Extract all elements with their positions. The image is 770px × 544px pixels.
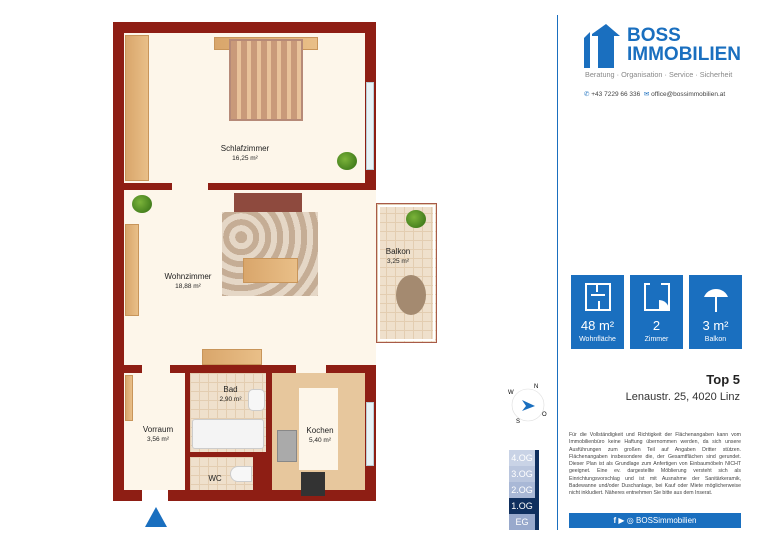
kitchen-sink <box>277 430 297 462</box>
floor-2og[interactable]: 2.OG <box>509 482 535 498</box>
shelf <box>125 224 139 316</box>
email-icon: ✉ <box>643 91 650 98</box>
balcony-door-opening <box>365 231 376 305</box>
door-opening <box>172 183 208 191</box>
window <box>366 402 374 466</box>
plant <box>132 195 152 213</box>
facebook-icon[interactable]: f <box>613 516 617 525</box>
disclaimer: Für die Vollständigkeit und Richtigkeit … <box>569 432 741 497</box>
toilet <box>230 466 252 482</box>
window <box>366 82 374 170</box>
floor-eg[interactable]: EG <box>509 514 535 530</box>
plant <box>406 210 426 228</box>
room-icon <box>644 283 670 311</box>
divider <box>557 15 558 530</box>
social-handle[interactable]: BOSSimmobilien <box>636 516 697 525</box>
instagram-icon[interactable]: ◎ <box>626 516 634 525</box>
phone-icon: ✆ <box>584 91 590 98</box>
bathtub <box>192 419 264 449</box>
sink <box>248 389 265 411</box>
floor-3og[interactable]: 3.OG <box>509 466 535 482</box>
compass-needle-icon <box>511 388 545 422</box>
youtube-icon[interactable]: ▶ <box>618 516 625 525</box>
room-label: WC <box>208 474 222 483</box>
wardrobe <box>125 35 149 181</box>
logo-house-icon <box>584 24 620 68</box>
email-link[interactable]: office@bossimmobilien.at <box>651 91 726 98</box>
entrance-arrow-icon <box>145 507 167 527</box>
bed <box>229 39 303 121</box>
rug <box>222 212 318 296</box>
floor-4og[interactable]: 4.OG <box>509 450 535 466</box>
floor-1og-active[interactable]: 1.OG <box>509 498 535 514</box>
tv-sideboard <box>202 349 262 365</box>
plant <box>337 152 357 170</box>
unit-address: Lenaustr. 25, 4020 Linz <box>625 391 740 403</box>
compass: N S W O <box>505 382 551 428</box>
door-opening <box>142 365 170 373</box>
tagline: Beratung · Organisation · Service · Sich… <box>585 70 733 79</box>
umbrella-icon <box>704 289 728 312</box>
room-vorraum <box>124 373 185 490</box>
coat-rack <box>125 375 133 421</box>
unit-title: Top 5 <box>706 372 740 387</box>
room-balkon <box>376 203 437 343</box>
social-bar[interactable]: f ▶ ◎ BOSSimmobilien <box>569 513 741 528</box>
phone-link[interactable]: +43 7229 66 336 <box>591 91 641 98</box>
contact: ✆ +43 7229 66 336 ✉ office@bossimmobilie… <box>584 90 725 98</box>
coffee-table <box>243 258 298 283</box>
floorplan-icon <box>585 283 611 311</box>
stove <box>301 472 325 496</box>
door-opening <box>296 365 326 373</box>
balcony-table <box>396 275 426 315</box>
entrance-door-opening <box>142 490 168 502</box>
